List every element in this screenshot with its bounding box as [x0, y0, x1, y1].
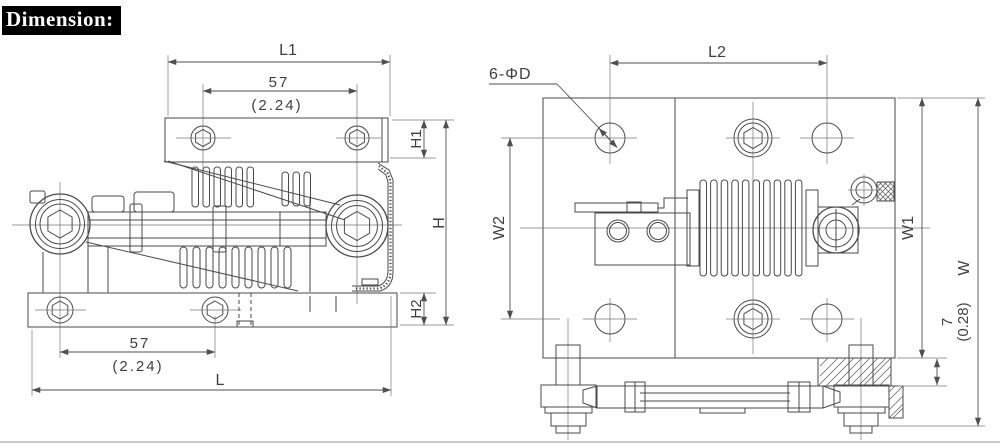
dim-l: L [31, 296, 392, 396]
left-bolt [540, 318, 597, 440]
hatched-clamp [888, 385, 904, 419]
dim-bottom-span: 57 (2.24) [59, 335, 216, 375]
dim-label-l1: L1 [279, 42, 297, 59]
page-title: Dimension: [2, 6, 121, 35]
page-edge-line [0, 441, 1000, 443]
left-view: L1 57 (2.24) H1 H [12, 42, 454, 396]
top-plate-screws [176, 125, 381, 151]
terminal-hub-front [812, 174, 880, 254]
dim-label-h: H [431, 217, 448, 229]
dim-label-hole-callout: 6-ΦD [489, 66, 532, 83]
mounting-holes-top [583, 118, 854, 158]
bellows [686, 179, 819, 277]
dim-label-h1: H1 [408, 129, 425, 148]
dim-w: W [878, 97, 985, 427]
bottom-plate [27, 292, 398, 328]
contact-bracket [574, 197, 691, 266]
dim-label-w2: W2 [491, 216, 508, 240]
dim-label-offset-inches: (0.28) [955, 302, 972, 341]
dim-l1: L1 [167, 42, 391, 116]
hatched-spacer [817, 357, 892, 387]
dim-label-bottom-span: 57 [130, 335, 151, 352]
dim-label-l: L [216, 372, 225, 389]
dim-label-offset: 7 [939, 318, 956, 326]
dim-l2: L2 [609, 44, 828, 67]
dim-h2: H2 [400, 292, 436, 326]
dim-label-bottom-span-inches: (2.24) [112, 358, 163, 375]
right-view: 6-ΦD L2 W2 W1 [489, 44, 985, 440]
dim-offset: 7 (0.28) [897, 302, 972, 387]
dim-top-span: 57 (2.24) [202, 74, 358, 114]
dim-label-h2: H2 [408, 299, 425, 318]
dim-w1: W1 [897, 97, 985, 359]
left-hub [29, 190, 91, 255]
hole-callout: 6-ΦD [489, 66, 618, 148]
strap-bracket [352, 162, 394, 292]
dim-label-top-span-inches: (2.24) [251, 97, 302, 114]
lower-bellows [179, 246, 292, 289]
dim-label-top-span: 57 [269, 74, 290, 91]
link-bar [582, 381, 841, 414]
upper-bellows [191, 166, 311, 208]
drive-shaft [87, 191, 327, 253]
dim-label-l2: L2 [708, 44, 726, 61]
dim-label-w: W [956, 260, 973, 276]
hatched-terminal-pad [876, 181, 895, 202]
dim-h: H [400, 119, 454, 326]
mounting-holes-bottom [583, 299, 854, 339]
dim-h1: H1 [390, 119, 454, 159]
right-bolt [833, 318, 890, 440]
dim-w2: W2 [491, 137, 583, 320]
dim-label-w1: W1 [900, 216, 917, 240]
